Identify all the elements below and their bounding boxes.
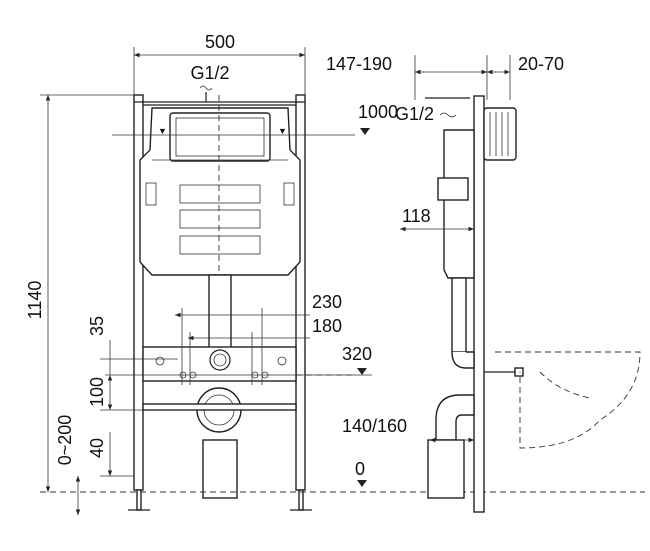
- toilet-bowl-inner: [539, 371, 591, 399]
- side-pipe-bend: [451, 351, 475, 369]
- lower-bar: [142, 403, 297, 411]
- centre-1000-marker: [360, 128, 370, 135]
- dim-320-label: 320: [342, 344, 372, 364]
- side-bracket: [437, 177, 469, 201]
- dim-320-marker: [357, 368, 367, 375]
- bracket-hole-right: [277, 356, 287, 366]
- side-drain-pipe: [427, 439, 465, 499]
- front-water-icon: [199, 85, 213, 91]
- wall-label: 20-70: [518, 54, 564, 74]
- zero-marker: [357, 480, 367, 487]
- side-drain-elbow: [435, 394, 475, 441]
- flush-plate-side: [483, 107, 517, 161]
- tank-slot-2: [179, 209, 261, 229]
- frame-foot-left: [136, 489, 142, 511]
- side-view: 147-190 20-70 G1/2 118 140/160: [326, 54, 641, 513]
- centre-1000-label: 1000: [358, 102, 398, 122]
- tank-marker-right: ▼: [278, 126, 287, 136]
- dim-40-label: 40: [87, 438, 107, 458]
- frame-post-right: [295, 94, 306, 491]
- outlet-ring: [209, 349, 231, 371]
- tank-bracket-left: [145, 182, 157, 206]
- drain-pipe: [202, 439, 238, 499]
- dim-118-label: 118: [402, 206, 431, 226]
- frame-post-left: [133, 94, 144, 491]
- depth-label: 147-190: [326, 54, 392, 74]
- side-cistern: [443, 129, 475, 279]
- side-down-pipe: [451, 277, 467, 353]
- adjust-label: 0~200: [55, 415, 75, 466]
- flush-plate-inner: [175, 117, 265, 157]
- side-water-icon: [439, 112, 457, 118]
- bracket-bar: [142, 346, 297, 382]
- front-inlet-label: G1/2: [190, 63, 229, 83]
- tank-slot-3: [179, 235, 261, 255]
- outlet-ring-inner: [213, 353, 227, 367]
- side-inlet-label: G1/2: [395, 104, 434, 124]
- dim-100-label: 100: [87, 377, 107, 407]
- dim-230-label: 230: [312, 292, 342, 312]
- dim-180-label: 180: [312, 316, 342, 336]
- flush-plate-opening: [169, 112, 271, 162]
- zero-label: 0: [355, 459, 365, 479]
- height-label: 1140: [25, 281, 45, 320]
- toilet-bowl-outline: [495, 351, 641, 449]
- side-frame-post: [473, 95, 485, 513]
- frame-foot-right: [298, 489, 304, 511]
- side-bolt-nut: [514, 367, 524, 377]
- dim-140-label: 140/160: [342, 416, 407, 436]
- front-view: 500 G1/2 ▼ ▼ 1000: [25, 32, 645, 515]
- tank-marker-left: ▼: [158, 126, 167, 136]
- width-label: 500: [205, 32, 235, 52]
- dim-35-label: 35: [87, 316, 107, 336]
- bracket-hole-left: [155, 356, 165, 366]
- tank-bracket-right: [283, 182, 295, 206]
- tank-slot-1: [179, 184, 261, 204]
